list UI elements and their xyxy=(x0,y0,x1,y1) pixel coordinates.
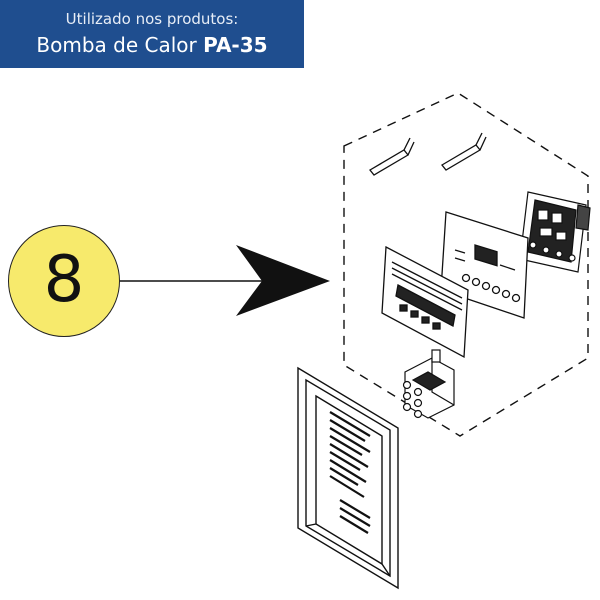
product-banner: Utilizado nos produtos: Bomba de Calor P… xyxy=(0,0,304,68)
sensor-rods xyxy=(369,132,487,176)
contactor xyxy=(402,349,455,419)
front-panel-label xyxy=(381,245,469,359)
banner-product: Bomba de Calor PA-35 xyxy=(0,33,304,57)
relay-board xyxy=(519,191,591,273)
pointer-arrow xyxy=(120,245,330,316)
product-name: Bomba de Calor xyxy=(36,33,204,57)
part-number-callout: 8 xyxy=(8,225,120,337)
frame-cover xyxy=(297,366,399,590)
product-model: PA-35 xyxy=(203,33,268,57)
banner-caption: Utilizado nos produtos: xyxy=(65,10,239,28)
